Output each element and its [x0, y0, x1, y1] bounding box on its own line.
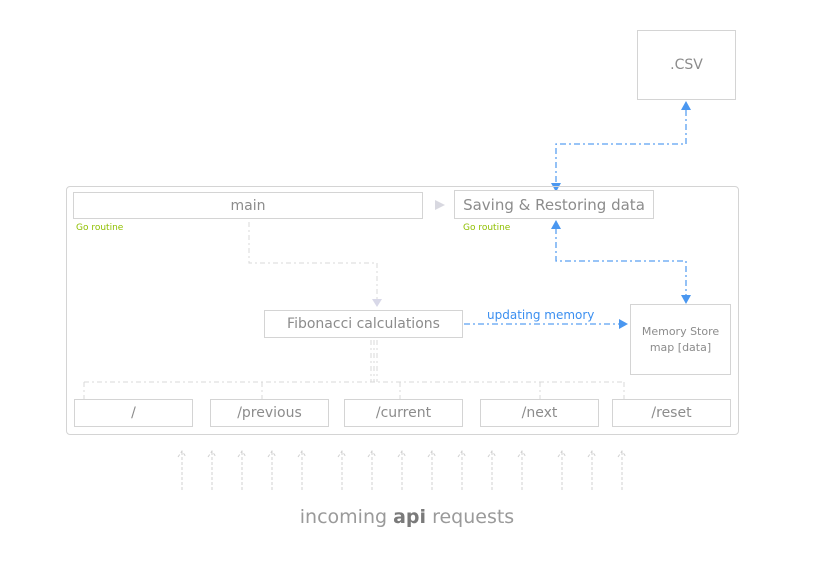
- request-arrow-5: [337, 450, 347, 490]
- main-to-saving-arrow: [435, 200, 445, 210]
- incoming-request-arrows: [177, 450, 627, 490]
- memory-line2: map [data]: [649, 340, 712, 354]
- arrow-down-memory: [681, 295, 691, 304]
- arrow-right-memory: [619, 319, 628, 329]
- footer-caption: incoming api requests: [0, 506, 814, 528]
- request-arrow-14: [617, 450, 627, 490]
- request-arrow-1: [207, 450, 217, 490]
- app-container: [66, 186, 739, 435]
- request-arrow-0: [177, 450, 187, 490]
- endpoint-next[interactable]: /next: [480, 399, 599, 427]
- request-arrow-3: [267, 450, 277, 490]
- csv-saving-link: [555, 110, 687, 184]
- endpoint-label: /next: [521, 405, 558, 421]
- endpoint-previous[interactable]: /previous: [210, 399, 329, 427]
- memory-line1: Memory Store: [641, 324, 720, 338]
- fibonacci-label: Fibonacci calculations: [287, 316, 440, 332]
- arrow-down-saving: [551, 183, 561, 192]
- arrow-up-saving: [551, 220, 561, 229]
- request-arrow-8: [427, 450, 437, 490]
- request-arrow-13: [587, 450, 597, 490]
- endpoint-label: /: [131, 405, 136, 421]
- saving-goroutine-label: Go routine: [463, 223, 511, 233]
- footer-post: requests: [426, 506, 515, 528]
- csv-label: .CSV: [670, 57, 703, 73]
- endpoint-current[interactable]: /current: [344, 399, 463, 427]
- request-arrow-4: [297, 450, 307, 490]
- memory-store-box: Memory Store map [data]: [630, 304, 731, 375]
- main-box: main: [73, 192, 423, 219]
- saving-label: Saving & Restoring data: [463, 195, 645, 214]
- footer-pre: incoming: [299, 506, 394, 528]
- request-arrow-6: [367, 450, 377, 490]
- arrow-up-csv: [681, 101, 691, 110]
- endpoint-root[interactable]: /: [74, 399, 193, 427]
- fibonacci-box: Fibonacci calculations: [264, 310, 463, 338]
- footer-bold: api: [393, 506, 427, 528]
- csv-box: .CSV: [637, 30, 736, 100]
- request-arrow-7: [397, 450, 407, 490]
- main-label: main: [230, 197, 266, 214]
- endpoint-label: /previous: [237, 405, 302, 421]
- request-arrow-2: [237, 450, 247, 490]
- saving-memory-link: [555, 228, 687, 296]
- updating-memory-label: updating memory: [487, 308, 595, 322]
- endpoint-label: /current: [375, 405, 432, 421]
- main-fib-link: [248, 222, 378, 300]
- request-arrow-12: [557, 450, 567, 490]
- endpoint-reset[interactable]: /reset: [612, 399, 731, 427]
- request-arrow-9: [457, 450, 467, 490]
- request-arrow-10: [487, 450, 497, 490]
- arrow-down-fib: [372, 299, 382, 307]
- endpoint-label: /reset: [651, 405, 692, 421]
- main-goroutine-label: Go routine: [76, 223, 124, 233]
- fib-endpoints-link: [83, 340, 625, 399]
- saving-restoring-box: Saving & Restoring data: [454, 190, 654, 219]
- request-arrow-11: [517, 450, 527, 490]
